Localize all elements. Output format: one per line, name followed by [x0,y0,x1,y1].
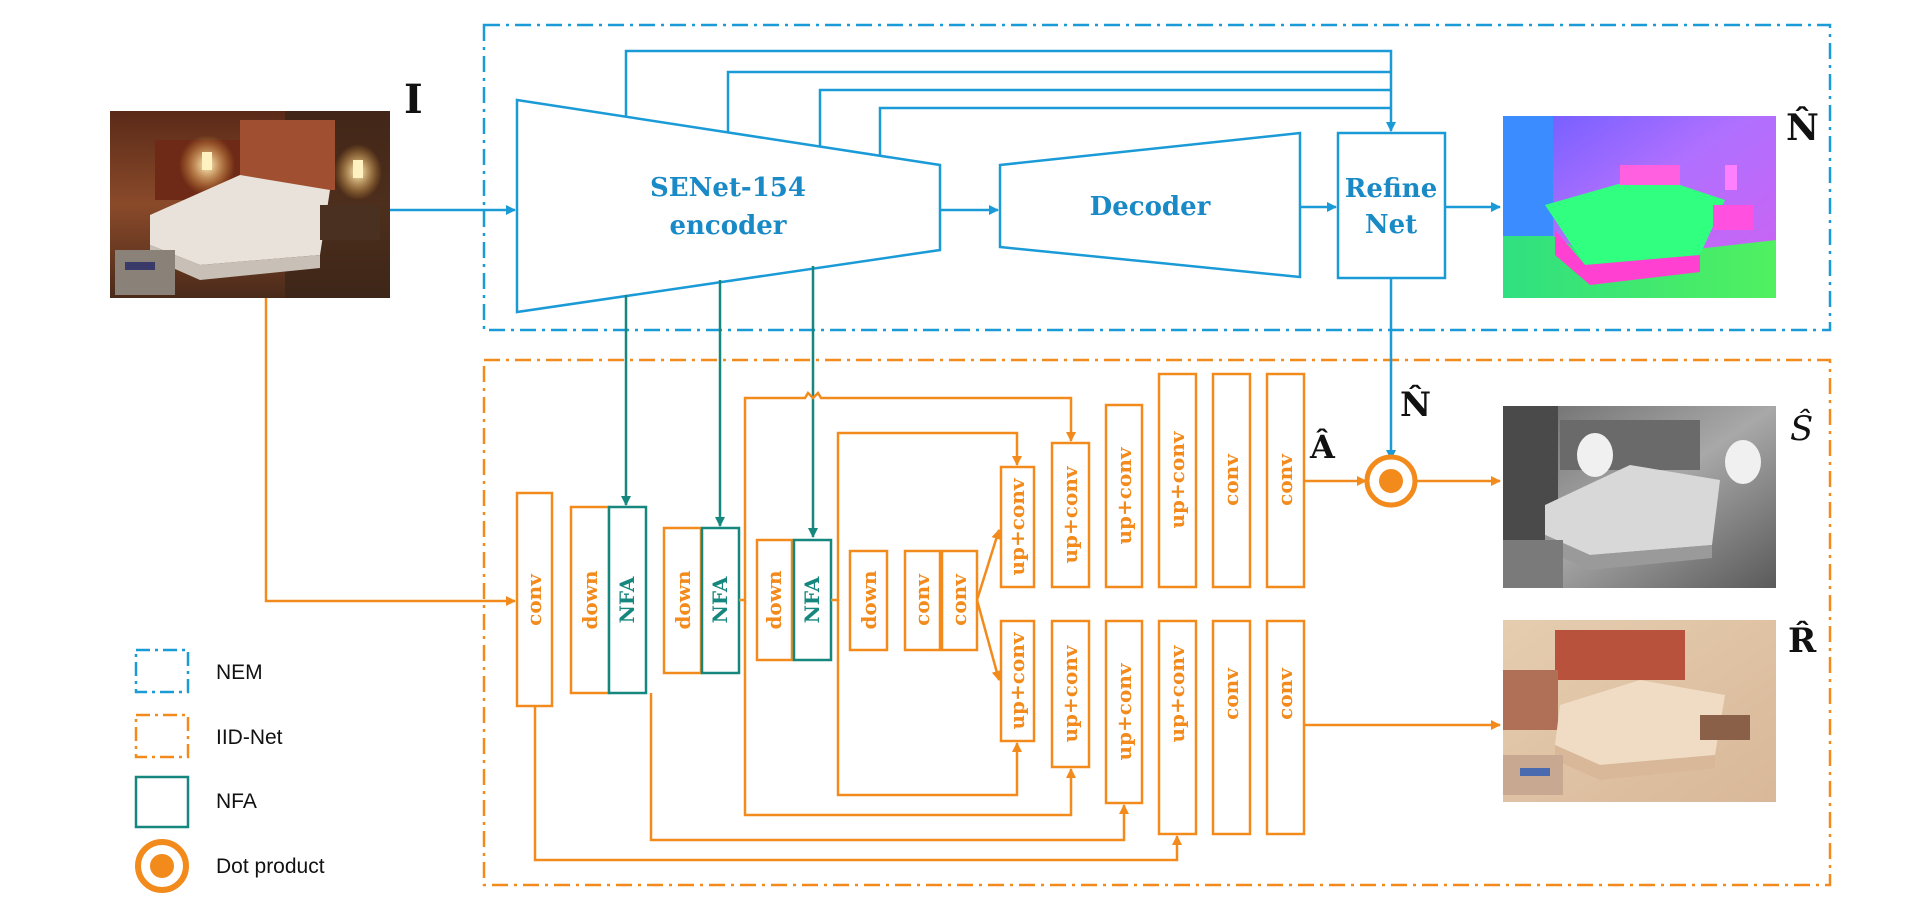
conv-top-2 [1265,372,1306,589]
legend: NEM IID-Net NFA Dot product [134,648,325,893]
label-nfa-3: NFA [800,576,824,623]
senet-encoder-block [515,98,942,314]
decoder-label: Decoder [1090,192,1211,222]
legend-iid-label: IID-Net [216,726,283,749]
label-upconv-bottom-3: up+conv [1112,662,1136,760]
nfa-block-3 [792,538,833,662]
label-nfa-2: NFA [708,576,732,623]
encoder-to-nfa-arrows [621,266,818,538]
encoder-skip-lines [624,49,1396,156]
label-conv-3: conv [947,573,971,626]
legend-iid-swatch [134,713,190,759]
label-upconv-bottom-2: up+conv [1058,644,1082,742]
label-upconv-top-2: up+conv [1058,465,1082,563]
label-upconv-top-3: up+conv [1112,446,1136,544]
input-photo [110,111,390,298]
upconv-top-4 [1157,372,1198,589]
label-conv-1: conv [522,573,546,626]
iid-block-labels: conv down down down down conv conv up+co… [522,430,1297,760]
encoder-label-line1: SENet-154 [650,173,806,203]
label-nfa-1: NFA [615,576,639,623]
upconv-bottom-3 [1104,619,1144,805]
symbol-reflectance: R̂ [1788,620,1817,661]
refine-label-line1: Refine [1345,174,1438,204]
upconv-top-1 [999,465,1036,589]
reflectance-photo [1503,620,1776,802]
label-upconv-bottom-1: up+conv [1005,631,1029,729]
symbol-albedo: Â [1309,428,1336,466]
legend-nfa-label: NFA [216,790,257,813]
refine-net-block [1336,131,1447,280]
dot-product-symbol [1364,454,1418,508]
upconv-top-3 [1104,403,1144,589]
upconv-bottom-1 [999,619,1036,743]
nfa-block-1 [607,505,648,695]
legend-nem-swatch [134,648,190,694]
upconv-bottom-2 [1050,619,1091,769]
nfa-block-2 [700,526,741,675]
conv-bottom-1 [1211,619,1252,836]
label-down-1: down [578,570,602,630]
symbol-normal-top: N̂ [1786,106,1819,149]
symbol-normal-mid: N̂ [1400,384,1431,425]
label-conv-2: conv [910,573,934,626]
decoder-block [998,131,1302,279]
nem-boundary [482,23,1832,332]
label-down-2: down [671,570,695,630]
refine-label-line2: Net [1365,210,1417,240]
label-down-4: down [857,570,881,630]
legend-nfa-swatch [134,775,190,829]
down-block-4 [848,549,889,652]
upconv-bottom-4 [1157,619,1198,836]
label-down-3: down [762,570,786,630]
conv-block-1 [515,491,554,708]
symbol-shading: Ŝ [1790,408,1813,449]
label-upconv-top-4: up+conv [1165,430,1189,528]
conv-top-1 [1211,372,1252,589]
shading-photo [1503,406,1776,588]
label-conv-top-1: conv [1219,453,1243,506]
label-conv-bottom-1: conv [1219,667,1243,720]
legend-nem-label: NEM [216,661,263,684]
down-block-2 [662,526,703,675]
label-upconv-top-1: up+conv [1005,477,1029,575]
iid-skip-connections [533,390,1182,862]
label-upconv-bottom-4: up+conv [1165,644,1189,742]
encoder-label-line2: encoder [669,211,786,241]
label-conv-top-2: conv [1273,453,1297,506]
input-to-conv-arrow [264,298,516,606]
symbol-input-I: I [404,76,423,123]
legend-dot-swatch [135,839,189,893]
conv-block-2 [903,549,942,652]
nfa-block-labels: NFA NFA NFA [615,576,824,623]
legend-dot-label: Dot product [216,855,325,878]
label-conv-bottom-2: conv [1273,667,1297,720]
conv-bottom-2 [1265,619,1306,836]
down-block-1 [569,505,611,695]
normal-map-photo [1503,116,1776,298]
conv-block-3 [940,549,979,652]
down-block-3 [755,538,794,662]
iid-net-boundary [482,358,1832,887]
upconv-top-2 [1050,441,1091,589]
